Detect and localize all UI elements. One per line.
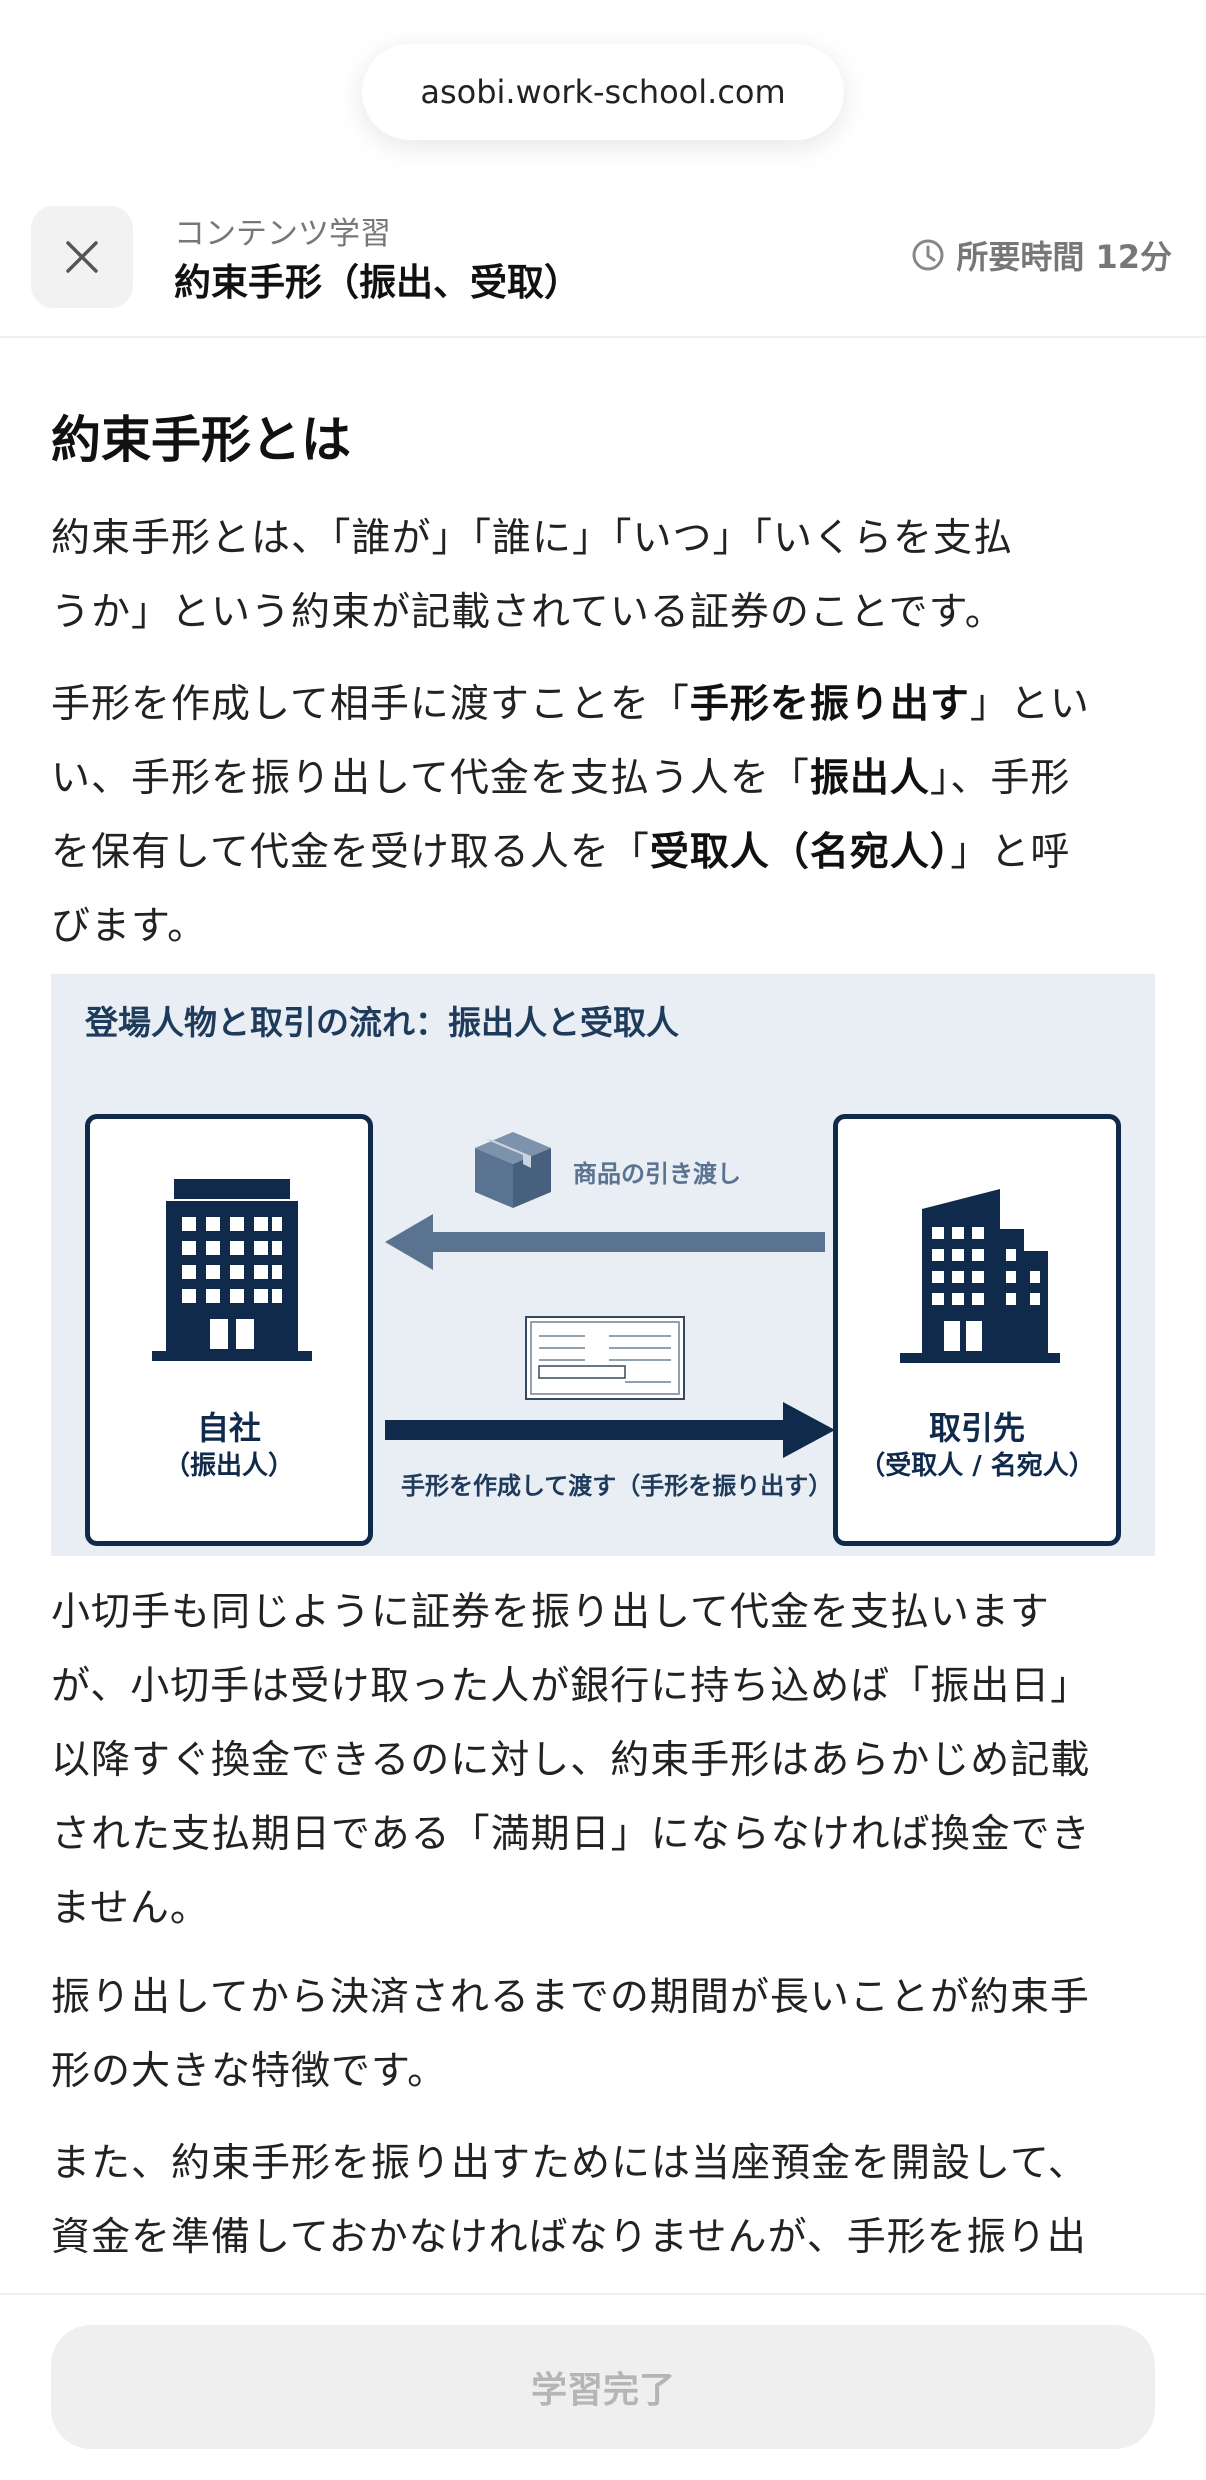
article-body: 約束手形とは 約束手形とは、「誰が」「誰に」「いつ」「いくらを支払 うか」という… — [51, 338, 1155, 2293]
paragraph-line: された支払期日である「満期日」にならなければ換金でき — [51, 1812, 1091, 1857]
goods-arrow-left — [385, 1214, 825, 1270]
close-button[interactable] — [31, 206, 133, 308]
paragraph-line: を保有して代金を受け取る人を「受取人（名宛人）」と呼 — [51, 830, 1071, 875]
close-icon — [66, 241, 98, 273]
note-arrow-right — [385, 1402, 835, 1458]
paragraph-line: 約束手形とは、「誰が」「誰に」「いつ」「いくらを支払 — [51, 516, 1014, 561]
term-uketorinin: 受取人（名宛人） — [649, 830, 951, 875]
paragraph-checking-account: また、約束手形を振り出すためには当座預金を開設して、 資金を準備しておかなければ… — [51, 2127, 1155, 2275]
illustration-title: 登場人物と取引の流れ：振出人と受取人 — [85, 1003, 679, 1042]
paragraph-line: びます。 — [51, 904, 208, 949]
page-title: 約束手形（振出、受取） — [174, 261, 581, 304]
content-header: コンテンツ学習 約束手形（振出、受取） 所要時間 12分 — [0, 190, 1206, 338]
issuer-name: 自社 — [196, 1409, 261, 1447]
paragraph-line: 手形を作成して相手に渡すことを「手形を振り出す」とい — [51, 682, 1090, 727]
paragraph-line: 振り出してから決済されるまでの期間が長いことが約束手 — [51, 1975, 1090, 2020]
section-heading: 約束手形とは — [51, 411, 351, 469]
issuer-box: 自社 （振出人） — [85, 1114, 373, 1546]
package-box-icon — [475, 1132, 551, 1208]
payee-box: 取引先 （受取人 / 名宛人） — [833, 1114, 1121, 1546]
clock-icon — [912, 239, 944, 271]
paragraph-line: が、小切手は受け取った人が銀行に持ち込めば「振出日」 — [51, 1664, 1091, 1709]
complete-learning-button[interactable]: 学習完了 — [51, 2325, 1155, 2449]
term-furidashinin: 振出人 — [809, 756, 930, 801]
paragraph-check-comparison: 小切手も同じように証券を振り出して代金を支払います が、小切手は受け取った人が銀… — [51, 1576, 1155, 1946]
paragraph-feature: 振り出してから決済されるまでの期間が長いことが約束手 形の大きな特徴です。 — [51, 1961, 1155, 2109]
office-building-icon — [152, 1179, 312, 1361]
url-bar[interactable]: asobi.work-school.com — [362, 44, 844, 140]
paragraph-line: 資金を準備しておかなければなりませんが、手形を振り出 — [51, 2215, 1087, 2260]
note-label: 手形を作成して渡す（手形を振り出す） — [401, 1472, 833, 1500]
paragraph-line: 小切手も同じように証券を振り出して代金を支払います — [51, 1590, 1050, 1635]
paragraph-line: い、手形を振り出して代金を支払う人を「振出人」、手形 — [51, 756, 1071, 801]
payee-name: 取引先 — [928, 1409, 1025, 1447]
payee-role: （受取人 / 名宛人） — [859, 1451, 1095, 1481]
paragraph-line: 以降すぐ換金できるのに対し、約束手形はあらかじめ記載 — [51, 1738, 1091, 1783]
paragraph-terms: 手形を作成して相手に渡すことを「手形を振り出す」とい い、手形を振り出して代金を… — [51, 668, 1155, 964]
flow-illustration: 登場人物と取引の流れ：振出人と受取人 自社 （振出人） — [51, 974, 1155, 1556]
promissory-note-icon — [525, 1316, 685, 1400]
paragraph-line: 形の大きな特徴です。 — [51, 2049, 448, 2094]
paragraph-line: また、約束手形を振り出すためには当座預金を開設して、 — [51, 2141, 1088, 2186]
term-furidasu: 手形を振り出す — [689, 682, 970, 727]
duration-text: 所要時間 12分 — [956, 238, 1172, 276]
paragraph-definition: 約束手形とは、「誰が」「誰に」「いつ」「いくらを支払 うか」という約束が記載され… — [51, 502, 1155, 650]
duration-info: 所要時間 12分 — [910, 232, 1172, 278]
paragraph-line: うか」という約束が記載されている証券のことです。 — [51, 590, 1005, 635]
issuer-role: （振出人） — [163, 1451, 294, 1481]
goods-label: 商品の引き渡し — [573, 1160, 741, 1188]
header-subtitle: コンテンツ学習 — [174, 216, 391, 252]
footer-bar: 学習完了 — [0, 2293, 1206, 2480]
office-tower-icon — [900, 1189, 1060, 1363]
paragraph-line: ません。 — [51, 1886, 210, 1931]
url-text: asobi.work-school.com — [420, 73, 786, 111]
